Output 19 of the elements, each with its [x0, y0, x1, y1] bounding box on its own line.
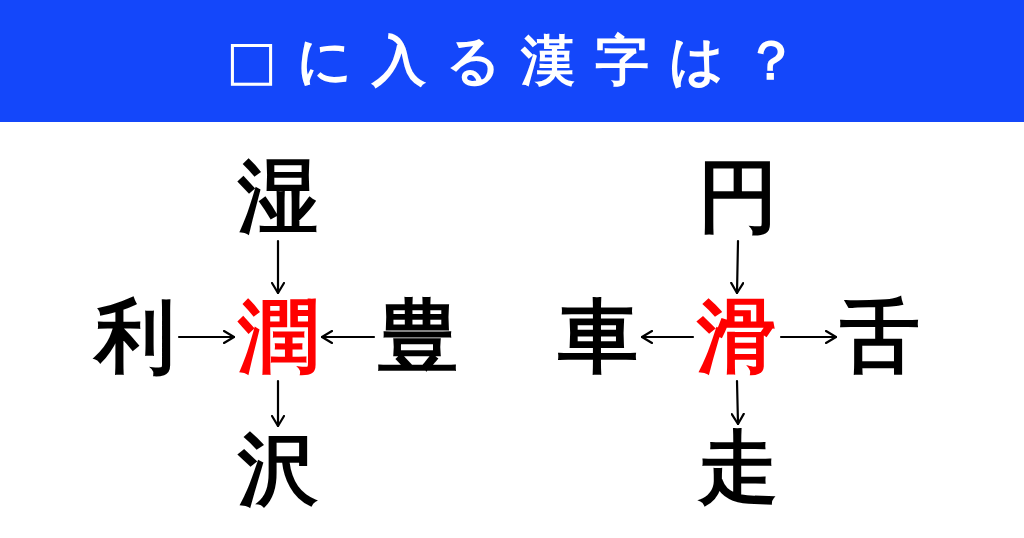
kanji-character: 舌: [840, 297, 920, 377]
arrow: [730, 239, 745, 295]
kanji-character: 利: [95, 297, 175, 377]
arrow: [640, 329, 695, 345]
kanji-character: 沢: [238, 430, 318, 510]
arrow: [270, 239, 286, 295]
kanji-character: 車: [558, 297, 638, 377]
arrow: [779, 329, 838, 345]
arrow: [177, 329, 236, 345]
arrow: [270, 379, 286, 428]
arrow: [320, 329, 376, 345]
kanji-character: 湿: [238, 157, 318, 237]
answer-kanji: 滑: [697, 297, 777, 377]
title: □に入る漢字は？: [225, 31, 818, 91]
kanji-character: 走: [698, 428, 778, 508]
kanji-character: 豊: [378, 297, 458, 377]
answer-kanji: 潤: [238, 297, 318, 377]
kanji-character: 円: [698, 157, 778, 237]
arrow: [730, 379, 745, 426]
